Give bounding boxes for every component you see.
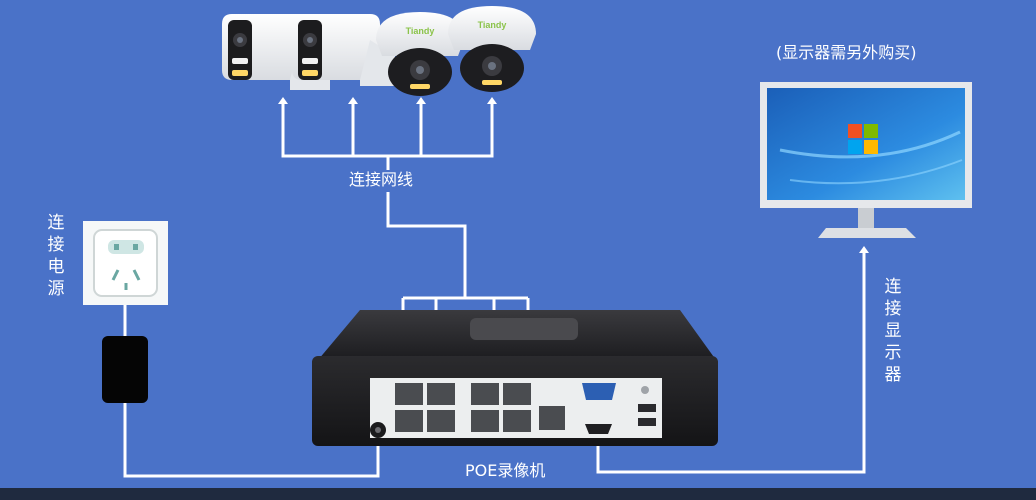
display-cable-lines bbox=[596, 253, 866, 474]
display-connection-label: 连接显示器 bbox=[884, 277, 902, 385]
poe-nvr-label: POE录像机 bbox=[465, 461, 546, 480]
dome-camera-1: Tiandy bbox=[376, 12, 464, 96]
camera-brand-label: Tiandy bbox=[478, 20, 507, 30]
bottom-bar bbox=[0, 488, 1036, 500]
camera-brand-label: Tiandy bbox=[406, 26, 435, 36]
poe-nvr-device bbox=[312, 310, 718, 446]
monitor bbox=[760, 82, 972, 238]
network-cable-label: 连接网线 bbox=[349, 170, 414, 189]
camera-arrow-tips bbox=[278, 97, 869, 253]
power-cable-lines bbox=[123, 305, 380, 478]
bullet-camera-2 bbox=[292, 14, 395, 86]
dome-camera-2: Tiandy bbox=[448, 6, 536, 92]
wall-socket bbox=[83, 221, 168, 305]
power-connection-label: 连接电源 bbox=[47, 213, 65, 299]
power-adapter bbox=[102, 336, 148, 403]
monitor-purchase-note: (显示器需另外购买) bbox=[776, 43, 917, 62]
